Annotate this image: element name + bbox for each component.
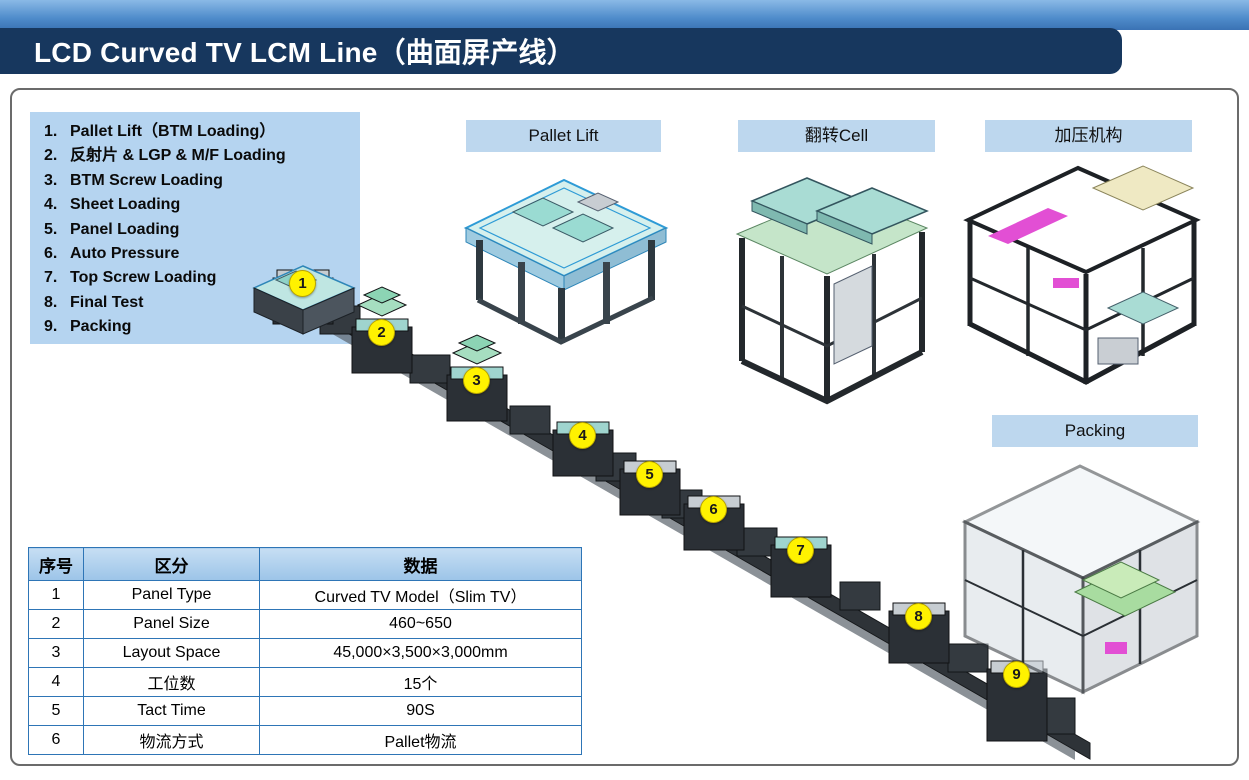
list-item: 8. Final Test	[44, 291, 350, 315]
top-gradient-strip	[0, 0, 1249, 30]
label-flip-cell: 翻转Cell	[738, 120, 935, 152]
cell-category: Layout Space	[83, 638, 260, 668]
table-row: 4 工位数 15个	[28, 667, 582, 697]
line-marker-5: 5	[636, 461, 663, 488]
page-title: LCD Curved TV LCM Line（曲面屏产线）	[34, 37, 575, 68]
cell-category: 物流方式	[83, 725, 260, 755]
column-header-index: 序号	[28, 547, 84, 581]
line-marker-7: 7	[787, 537, 814, 564]
packing-image	[961, 464, 1201, 695]
cell-category: Panel Type	[83, 580, 260, 610]
item-label: Sheet Loading	[70, 196, 181, 214]
item-label: Packing	[70, 318, 132, 336]
column-header-category: 区分	[83, 547, 260, 581]
item-number: 6.	[44, 245, 58, 263]
spec-table: 序号 区分 数据 1 Panel Type Curved TV Model（Sl…	[28, 547, 582, 755]
item-label: Top Screw Loading	[70, 269, 217, 287]
flip-cell-image	[735, 177, 929, 405]
label-pressure-unit: 加压机构	[985, 120, 1192, 152]
item-label: Auto Pressure	[70, 245, 180, 263]
line-marker-6: 6	[700, 496, 727, 523]
assembly-line-image	[272, 269, 1091, 760]
cell-value: 15个	[259, 667, 582, 697]
item-label: 反射片 & LGP & M/F Loading	[70, 147, 286, 165]
line-marker-9: 9	[1003, 661, 1030, 688]
cell-category: Panel Size	[83, 609, 260, 639]
item-label: Final Test	[70, 293, 144, 311]
item-label: BTM Screw Loading	[70, 171, 223, 189]
list-item: 1. Pallet Lift（BTM Loading）	[44, 120, 350, 144]
line-marker-4: 4	[569, 422, 596, 449]
item-number: 4.	[44, 196, 58, 214]
cell-index: 6	[28, 725, 84, 755]
item-number: 8.	[44, 293, 58, 311]
item-number: 7.	[44, 269, 58, 287]
cell-index: 2	[28, 609, 84, 639]
pressure-unit-image	[963, 165, 1201, 385]
title-bar: LCD Curved TV LCM Line（曲面屏产线）	[0, 28, 1122, 74]
item-number: 2.	[44, 147, 58, 165]
line-marker-1: 1	[289, 270, 316, 297]
list-item: 9. Packing	[44, 315, 350, 339]
item-label: Pallet Lift（BTM Loading）	[70, 123, 276, 140]
cell-value: Pallet物流	[259, 725, 582, 755]
list-item: 3. BTM Screw Loading	[44, 169, 350, 193]
cell-value: Curved TV Model（Slim TV）	[259, 580, 582, 610]
item-label: Panel Loading	[70, 220, 180, 238]
label-pallet-lift: Pallet Lift	[466, 120, 661, 152]
cell-index: 4	[28, 667, 84, 697]
table-row: 3 Layout Space 45,000×3,500×3,000mm	[28, 638, 582, 668]
cell-category: 工位数	[83, 667, 260, 697]
pallet-lift-image	[463, 178, 669, 345]
item-number: 5.	[44, 220, 58, 238]
item-number: 3.	[44, 171, 58, 189]
cell-value: 45,000×3,500×3,000mm	[259, 638, 582, 668]
cell-category: Tact Time	[83, 696, 260, 726]
line-marker-2: 2	[368, 319, 395, 346]
list-item: 5. Panel Loading	[44, 218, 350, 242]
line-marker-3: 3	[463, 367, 490, 394]
line-marker-8: 8	[905, 603, 932, 630]
cell-index: 1	[28, 580, 84, 610]
process-step-list: 1. Pallet Lift（BTM Loading） 2. 反射片 & LGP &…	[30, 112, 360, 344]
list-item: 7. Top Screw Loading	[44, 266, 350, 290]
column-header-data: 数据	[259, 547, 582, 581]
item-number: 9.	[44, 318, 58, 336]
label-packing: Packing	[992, 415, 1198, 447]
list-item: 2. 反射片 & LGP & M/F Loading	[44, 144, 350, 168]
table-row: 1 Panel Type Curved TV Model（Slim TV）	[28, 580, 582, 610]
table-row: 2 Panel Size 460~650	[28, 609, 582, 639]
table-header-row: 序号 区分 数据	[28, 547, 582, 581]
cell-value: 90S	[259, 696, 582, 726]
cell-index: 3	[28, 638, 84, 668]
cell-value: 460~650	[259, 609, 582, 639]
table-row: 5 Tact Time 90S	[28, 696, 582, 726]
item-number: 1.	[44, 123, 58, 140]
cell-index: 5	[28, 696, 84, 726]
table-row: 6 物流方式 Pallet物流	[28, 725, 582, 755]
list-item: 4. Sheet Loading	[44, 193, 350, 217]
list-item: 6. Auto Pressure	[44, 242, 350, 266]
